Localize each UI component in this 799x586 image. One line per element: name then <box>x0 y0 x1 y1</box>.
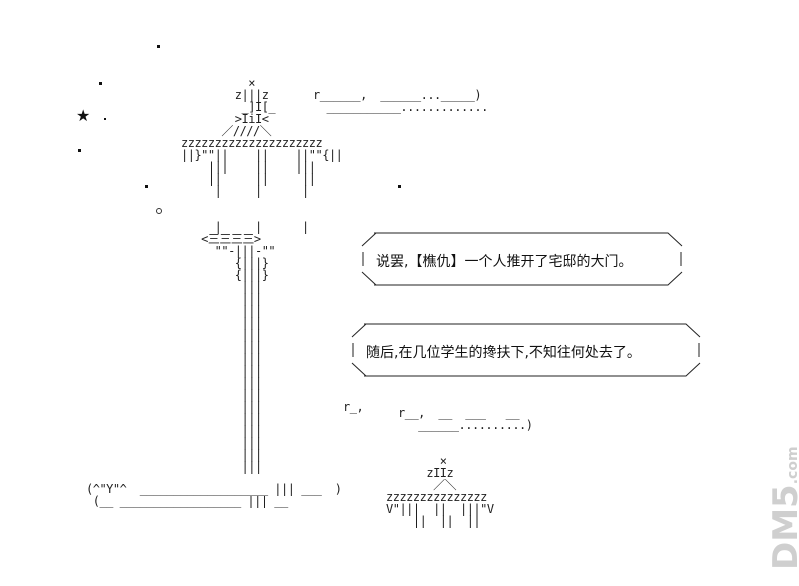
dot <box>99 82 102 85</box>
ascii-left-bubble: (^"Y"^ ___________________ ||| ___ ) (__… <box>86 482 342 508</box>
ascii-small-tower: × zIIz ／＼ zzzzzzzzzzzzzzz V"||| || |||"V… <box>386 454 494 528</box>
dot <box>157 45 160 48</box>
watermark: DM5.com <box>766 446 799 570</box>
dot <box>78 149 81 152</box>
star-icon: ★ <box>76 106 91 125</box>
dot <box>104 118 106 120</box>
caption-text-2: 随后,在几位学生的搀扶下,不知往何处去了。 <box>366 345 641 361</box>
ascii-side-mark: r_, <box>343 400 364 414</box>
ascii-bubble-top: r______, ______..._____) ___________....… <box>313 88 488 114</box>
watermark-sub: .com <box>785 446 799 485</box>
caption-box-1 <box>361 232 683 286</box>
ring <box>156 208 162 214</box>
ascii-bubble-mid: r__, __ ___ __ ______..........) <box>398 406 533 432</box>
caption-text-1: 说罢,【樵仇】一个人推开了宅邸的大门。 <box>376 254 633 270</box>
ascii-tower: × z|||z _]I[_ >IiI< ／////＼ zzzzzzzzzzzzz… <box>181 76 343 474</box>
watermark-text: DM5 <box>766 484 799 570</box>
dot <box>398 185 401 188</box>
dot <box>145 185 148 188</box>
caption-box-2 <box>351 323 701 377</box>
